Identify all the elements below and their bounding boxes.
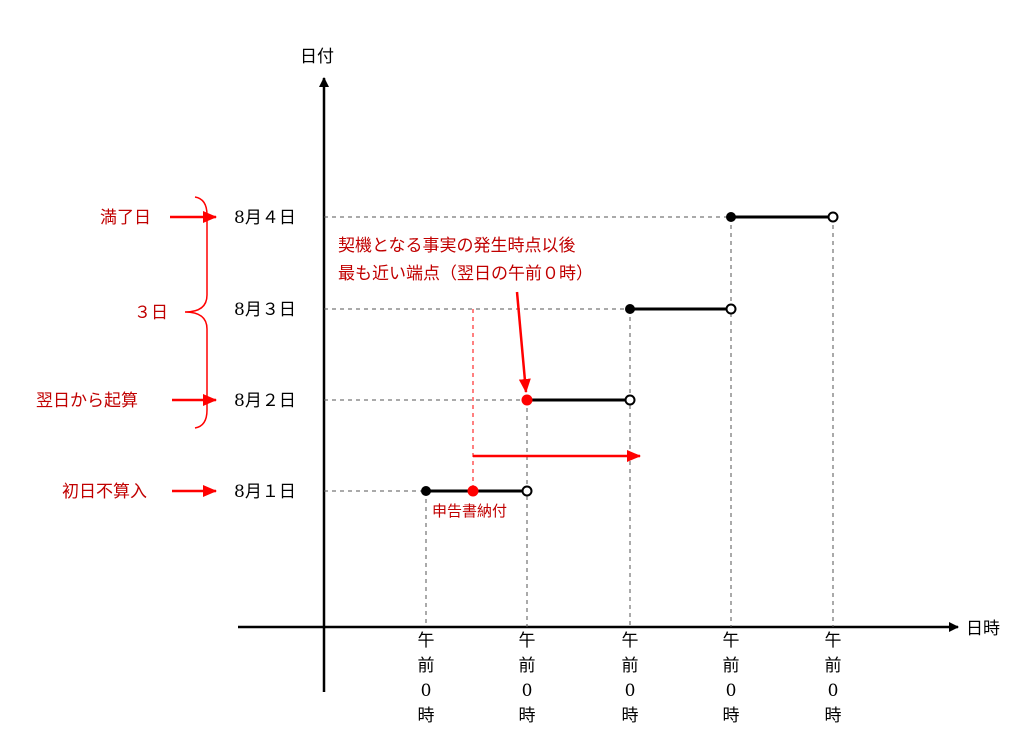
open-point — [624, 394, 636, 406]
note-line1: 契機となる事実の発生時点以後 — [338, 236, 576, 256]
svg-text:0: 0 — [726, 681, 737, 701]
svg-text:前: 前 — [825, 656, 842, 676]
svg-text:時: 時 — [418, 706, 435, 726]
svg-text:時: 時 — [519, 706, 536, 726]
tick-label-4: 午前 0 時 — [723, 631, 740, 726]
svg-text:前: 前 — [622, 656, 639, 676]
svg-text:時: 時 — [622, 706, 639, 726]
brace — [184, 196, 208, 429]
closed-point — [625, 304, 635, 314]
open-point — [725, 303, 737, 315]
endpoints — [421, 211, 839, 497]
row-label-aug4: 8月４日 — [234, 208, 296, 228]
guide-lines — [324, 216, 834, 627]
svg-text:午: 午 — [825, 631, 842, 651]
svg-text:前: 前 — [723, 656, 740, 676]
svg-text:0: 0 — [522, 681, 533, 701]
svg-text:0: 0 — [828, 681, 839, 701]
open-point — [521, 485, 533, 497]
row-label-aug3: 8月３日 — [234, 300, 296, 320]
y-axis-label: 日付 — [300, 47, 334, 67]
note-pointer-arrow — [515, 291, 531, 393]
start-point — [521, 394, 533, 406]
closed-point — [726, 212, 736, 222]
first-day-excluded-label: 初日不算入 — [62, 482, 147, 502]
svg-text:0: 0 — [421, 681, 432, 701]
closed-point — [421, 486, 431, 496]
x-axis-label: 日時 — [966, 619, 1000, 639]
three-days-label: ３日 — [134, 303, 168, 323]
svg-text:午: 午 — [519, 631, 536, 651]
svg-text:時: 時 — [723, 706, 740, 726]
day-segments — [426, 215, 833, 493]
svg-text:午: 午 — [723, 631, 740, 651]
svg-text:前: 前 — [519, 656, 536, 676]
filing-label: 申告書納付 — [432, 502, 507, 520]
row-label-aug1: 8月１日 — [234, 482, 296, 502]
svg-text:時: 時 — [825, 706, 842, 726]
start-next-day-label: 翌日から起算 — [36, 391, 138, 411]
expiry-label: 満了日 — [100, 208, 151, 228]
svg-text:0: 0 — [625, 681, 636, 701]
filing-point — [467, 485, 479, 497]
tick-label-2: 午前 0 時 — [519, 631, 536, 726]
svg-text:前: 前 — [418, 656, 435, 676]
row-label-aug2: 8月２日 — [234, 391, 296, 411]
svg-text:午: 午 — [418, 631, 435, 651]
open-point — [827, 211, 839, 223]
tick-label-5: 午前 0 時 — [825, 631, 842, 726]
tick-labels: 午前0時 午前0時 午前0時 午前0時 午前0時 — [418, 631, 842, 726]
tick-label-3: 午前 0 時 — [622, 631, 639, 726]
note-line2: 最も近い端点（翌日の午前０時） — [338, 264, 593, 284]
tick-label-1: 午前 0 時 — [418, 631, 435, 726]
svg-text:午: 午 — [622, 631, 639, 651]
